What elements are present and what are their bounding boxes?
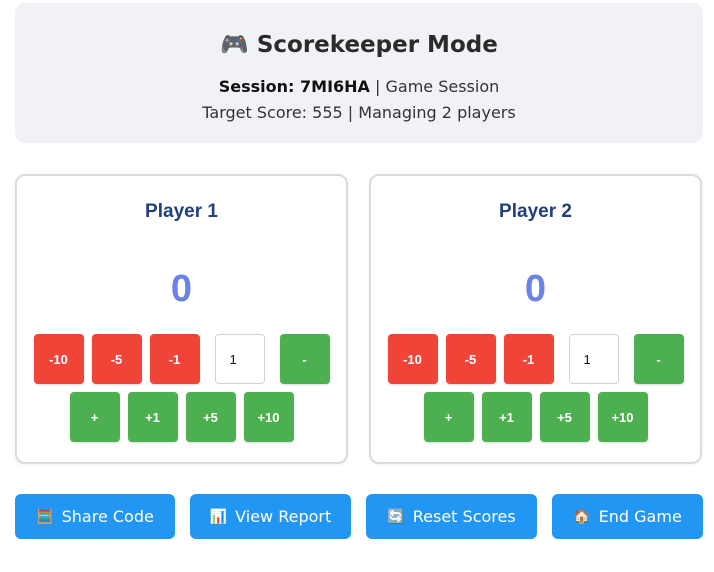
session-type: | Game Session [369,77,500,96]
target-info: Target Score: 555 | Managing 2 players [202,103,516,122]
custom-plus-button[interactable]: + [69,392,120,442]
minus-5-button[interactable]: -5 [91,334,142,384]
home-icon: 🏠 [573,508,591,525]
view-report-button[interactable]: 📊 View Report [190,494,351,539]
abacus-icon: 🧮 [36,508,54,525]
plus-5-button[interactable]: +5 [539,392,590,442]
player-score: 0 [524,268,547,310]
bar-chart-icon: 📊 [209,508,228,525]
end-game-button[interactable]: 🏠 End Game [552,494,703,539]
score-controls-row-2: + +1 +5 +10 [371,392,700,442]
minus-1-button[interactable]: -1 [149,334,200,384]
minus-10-button[interactable]: -10 [33,334,84,384]
share-code-button[interactable]: 🧮 Share Code [15,494,175,539]
player-name: Player 1 [145,201,218,222]
page-title-text: Scorekeeper Mode [256,32,498,58]
minus-5-button[interactable]: -5 [445,334,496,384]
session-code: Session: 7MI6HA [218,77,370,96]
plus-1-button[interactable]: +1 [481,392,532,442]
minus-10-button[interactable]: -10 [387,334,438,384]
end-game-label: End Game [598,507,682,526]
session-header: 🎮 Scorekeeper Mode Session: 7MI6HA | Game… [15,3,703,143]
gamepad-icon: 🎮 [220,32,249,58]
custom-plus-button[interactable]: + [423,392,474,442]
view-report-label: View Report [235,507,332,526]
refresh-icon: 🔄 [387,508,405,525]
reset-scores-button[interactable]: 🔄 Reset Scores [366,494,537,539]
player-name: Player 2 [499,201,572,222]
custom-minus-button[interactable]: - [279,334,330,384]
player-score: 0 [170,268,193,310]
plus-10-button[interactable]: +10 [243,392,294,442]
player-card-2: Player 2 0 -10 -5 -1 1 - + +1 +5 +10 [369,174,702,464]
page-title: 🎮 Scorekeeper Mode [15,31,703,58]
reset-scores-label: Reset Scores [412,507,516,526]
share-code-label: Share Code [61,507,154,526]
plus-1-button[interactable]: +1 [127,392,178,442]
plus-10-button[interactable]: +10 [597,392,648,442]
plus-5-button[interactable]: +5 [185,392,236,442]
score-controls-row: -10 -5 -1 1 - [17,334,346,384]
custom-minus-button[interactable]: - [633,334,684,384]
player-card-1: Player 1 0 -10 -5 -1 1 - + +1 +5 +10 [15,174,348,464]
custom-amount-input[interactable]: 1 [568,334,619,384]
session-info: Session: 7MI6HA | Game Session [15,77,703,96]
minus-1-button[interactable]: -1 [503,334,554,384]
score-controls-row-2: + +1 +5 +10 [17,392,346,442]
custom-amount-input[interactable]: 1 [214,334,265,384]
score-controls-row: -10 -5 -1 1 - [371,334,700,384]
